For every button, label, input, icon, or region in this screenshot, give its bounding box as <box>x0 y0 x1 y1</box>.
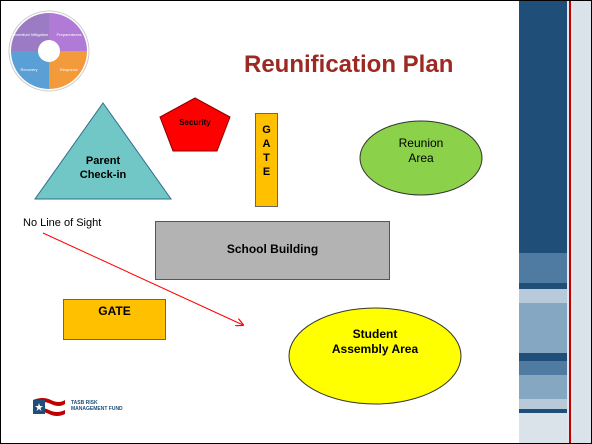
panel-stripe-10 <box>519 413 567 443</box>
gate-letter-t: T <box>263 152 270 164</box>
tasb-logo-text: TASB RISK MANAGEMENT FUND <box>71 400 123 412</box>
parent-checkin-line1: Parent <box>85 155 121 167</box>
security-label: Security <box>179 118 211 127</box>
cycle-label-4: Response <box>60 67 79 72</box>
no-line-of-sight-label: No Line of Sight <box>23 217 102 229</box>
student-assembly-line2: Assembly Area <box>331 342 419 356</box>
panel-stripe-8 <box>519 399 567 409</box>
panel-stripe-4 <box>519 303 567 353</box>
gate-horizontal <box>63 299 166 340</box>
panel-stripe-5 <box>519 353 567 361</box>
red-arrow <box>42 232 251 329</box>
security-pentagon <box>159 97 231 152</box>
emergency-cycle-logo: Prevention/ Mitigation Preparedness Reco… <box>8 10 90 92</box>
parent-checkin-triangle <box>34 102 172 200</box>
panel-stripe-1 <box>519 253 567 283</box>
parent-checkin-line2: Check-in <box>79 169 127 181</box>
gate-vertical <box>255 113 278 207</box>
panel-stripe-7 <box>519 375 567 399</box>
panel-red-line <box>569 1 571 443</box>
tasb-logo-line1: TASB RISK <box>71 400 98 406</box>
panel-stripe-6 <box>519 361 567 375</box>
tasb-logo-line2: MANAGEMENT FUND <box>71 406 123 412</box>
right-decorative-panel <box>519 1 591 443</box>
reunion-area-label: Reunion Area <box>371 136 471 166</box>
gate-letter-e: E <box>262 166 271 178</box>
student-assembly-ellipse <box>288 307 462 405</box>
panel-stripe-3 <box>519 289 567 303</box>
cycle-label-1: Prevention/ Mitigation <box>10 32 48 37</box>
panel-light-area <box>573 1 591 443</box>
gate-letter-g: G <box>262 124 271 136</box>
student-assembly-line1: Student <box>352 327 398 341</box>
gate-letter-a: A <box>262 138 271 150</box>
tasb-flag-logo <box>33 398 65 416</box>
cycle-label-2: Preparedness <box>57 32 82 37</box>
reunion-area-line2: Area <box>408 151 434 165</box>
student-assembly-label: Student Assembly Area <box>305 327 445 357</box>
panel-stripe-2 <box>519 285 567 288</box>
reunion-area-line1: Reunion <box>398 136 444 150</box>
gate-horizontal-label: GATE <box>98 304 131 318</box>
school-building-label: School Building <box>226 242 319 256</box>
slide-title: Reunification Plan <box>244 51 454 78</box>
gate-vertical-letters: G A T E <box>255 123 278 179</box>
parent-checkin-label: Parent Check-in <box>53 154 153 182</box>
cycle-label-3: Recovery <box>21 67 38 72</box>
school-building <box>155 221 390 280</box>
panel-stripe-9 <box>519 409 567 413</box>
reunion-area-ellipse <box>359 120 483 196</box>
